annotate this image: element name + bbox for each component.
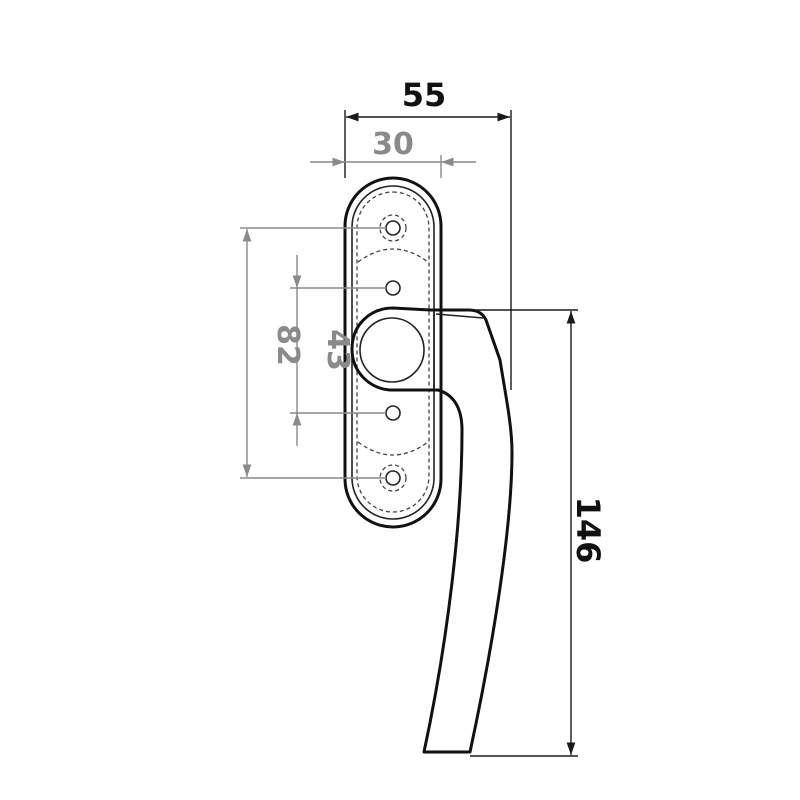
label-inner-hole-spacing: 43	[320, 329, 355, 371]
label-rosette-width: 30	[372, 127, 414, 162]
bottom-outer-hole	[385, 470, 401, 486]
spindle-boss	[359, 317, 425, 383]
top-outer-hole-hidden	[379, 214, 407, 242]
dimension-outer-hole-spacing: 82	[240, 227, 386, 479]
dimension-rosette-width: 30	[310, 127, 476, 178]
top-outer-hole	[385, 220, 401, 236]
rosette-outer-outline	[343, 176, 443, 529]
rosette-inner-outline	[351, 185, 435, 520]
lever-top-chamfer	[435, 313, 484, 319]
bottom-outer-hole-hidden	[379, 464, 407, 492]
bottom-inner-hole	[385, 405, 401, 421]
handle-lever-outline	[350, 306, 514, 754]
label-overall-width: 55	[402, 76, 447, 114]
label-outer-hole-spacing: 82	[270, 324, 305, 366]
screw-holes	[379, 214, 407, 492]
rosette-hidden-outline	[356, 191, 430, 513]
dimension-overall-width: 55	[344, 76, 512, 390]
dimension-handle-length: 146	[470, 309, 607, 757]
handle-lever	[350, 306, 514, 754]
lower-hidden-arc	[357, 441, 429, 456]
label-handle-length: 146	[569, 497, 607, 564]
top-inner-hole	[385, 280, 401, 296]
dimension-inner-hole-spacing: 43	[290, 255, 386, 446]
upper-hidden-arc	[357, 248, 429, 263]
